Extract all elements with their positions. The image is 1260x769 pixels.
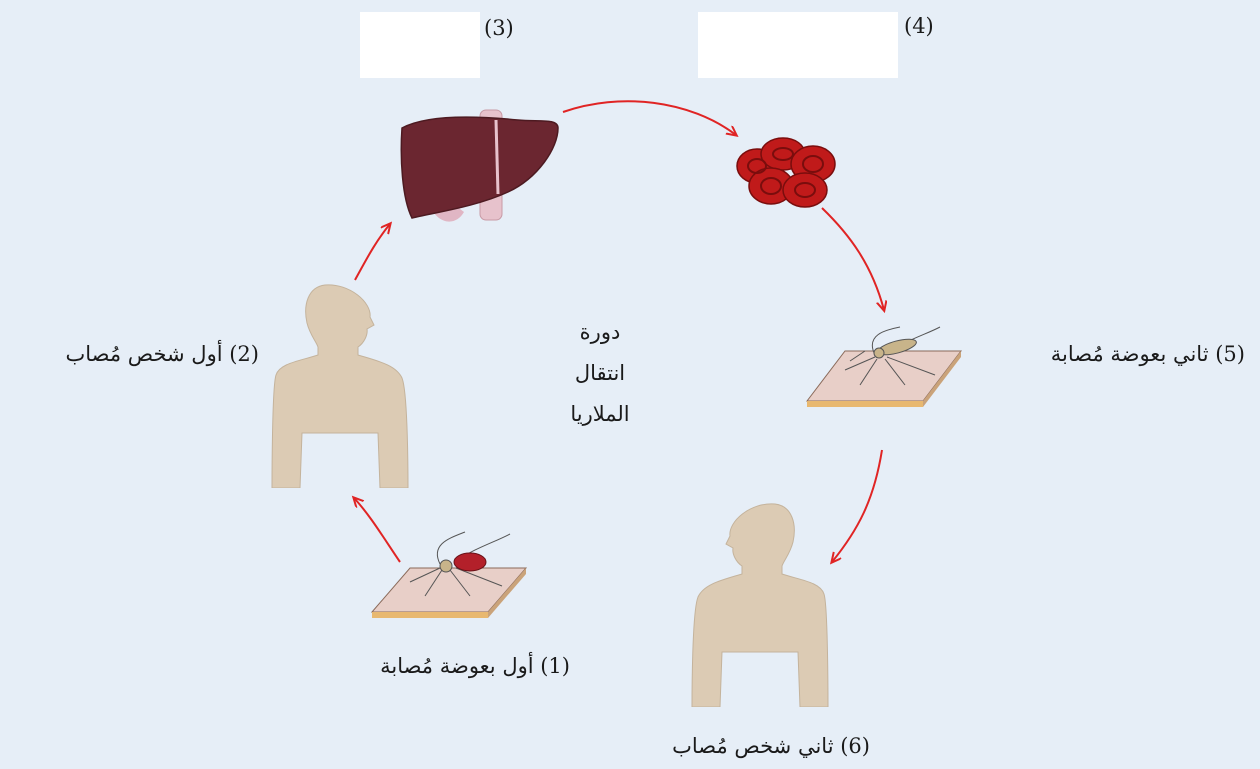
diagram-title: دورة انتقال الملاريا [555, 312, 645, 435]
title-line-2: انتقال [555, 353, 645, 394]
arrow-4-to-5 [822, 208, 884, 310]
arrow-3-to-4 [563, 101, 736, 135]
arrow-2-to-3 [355, 224, 390, 280]
stage-1-label: (1) أول بعوضة مُصابة [320, 654, 570, 678]
blank-label-box-4 [698, 12, 898, 78]
arrow-5-to-6 [832, 450, 882, 562]
stage-5-label: (5) ثاني بعوضة مُصابة [1000, 342, 1245, 366]
human-silhouette-icon [270, 283, 410, 488]
stage-2-label: (2) أول شخص مُصاب [14, 342, 259, 366]
mosquito-icon [370, 530, 530, 625]
stage-6-label: (6) ثاني شخص مُصاب [620, 734, 870, 758]
stage-3-number: (3) [484, 16, 514, 40]
stage-4-number: (4) [904, 14, 934, 38]
human-silhouette-icon [690, 502, 830, 707]
blank-label-box-3 [360, 12, 480, 78]
title-line-3: الملاريا [555, 394, 645, 435]
red-blood-cells-icon [735, 136, 840, 211]
title-line-1: دورة [555, 312, 645, 353]
mosquito-icon [805, 325, 965, 410]
liver-icon [398, 108, 563, 228]
